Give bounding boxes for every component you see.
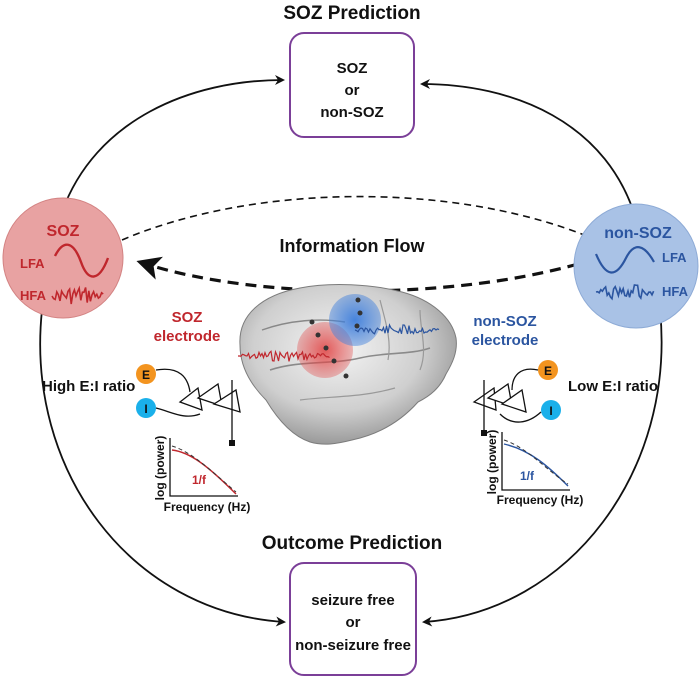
left-ei-circuit: High E:I ratio E I xyxy=(42,364,241,446)
left-neuron-triangles xyxy=(178,382,241,413)
top-box-line3: non-SOZ xyxy=(320,104,383,121)
soz-prediction-box: SOZ or non-SOZ xyxy=(289,32,415,138)
nonsoz-electrode-line1: non-SOZ xyxy=(473,313,536,330)
right-e-neuron xyxy=(538,360,558,380)
top-box-line1: SOZ xyxy=(337,60,368,77)
nonsoz-electrode-line2: electrode xyxy=(472,332,539,349)
loop-arrows xyxy=(39,75,663,627)
soz-hfa-label: HFA xyxy=(20,288,47,303)
left-plot-slope: 1/f xyxy=(192,473,207,487)
left-ei-ratio-label: High E:I ratio xyxy=(42,378,135,395)
arc-right-bottom xyxy=(422,309,663,627)
right-psd-curve-blue xyxy=(503,443,569,487)
electrode-contacts xyxy=(309,297,363,379)
info-flow-arrow-top xyxy=(121,195,594,241)
brain-image xyxy=(238,284,457,445)
right-ei-ratio-label: Low E:I ratio xyxy=(568,378,658,395)
nonsoz-hfa-label: HFA xyxy=(662,284,689,299)
soz-node: SOZ LFA HFA xyxy=(2,197,124,319)
nonsoz-lfa-wave xyxy=(594,246,655,274)
arc-left-bottom xyxy=(39,309,286,627)
right-psd-curve-dashed xyxy=(503,439,569,485)
right-psd-plot: 1/f Frequency (Hz) log (power) xyxy=(485,430,583,507)
info-flow-title: Information Flow xyxy=(280,236,426,256)
left-i-label: I xyxy=(144,402,147,416)
bottom-box-line1: seizure free xyxy=(311,592,394,609)
right-plot-slope: 1/f xyxy=(520,469,535,483)
bottom-box-line2: or xyxy=(346,614,361,631)
left-psd-curve-dashed xyxy=(171,445,237,493)
left-plot-axes xyxy=(169,438,238,497)
outcome-prediction-title: Outcome Prediction xyxy=(262,533,443,554)
soz-hfa-wave xyxy=(51,285,104,305)
left-plot-ylabel: log (power) xyxy=(153,436,167,501)
arc-right-top xyxy=(420,79,639,227)
left-e-label: E xyxy=(142,368,150,382)
right-i-label: I xyxy=(549,404,552,418)
left-plot-xlabel: Frequency (Hz) xyxy=(164,500,251,514)
nonsoz-node-title: non-SOZ xyxy=(604,225,672,242)
nonsoz-lfa-label: LFA xyxy=(662,250,687,265)
right-plot-ylabel: log (power) xyxy=(485,430,499,495)
soz-lfa-label: LFA xyxy=(20,256,45,271)
nonsoz-electrode-signal xyxy=(354,323,440,335)
right-plot-xlabel: Frequency (Hz) xyxy=(497,493,584,507)
right-ei-circuit: Low E:I ratio E I xyxy=(472,360,658,436)
soz-electrode-signal xyxy=(238,349,330,362)
soz-prediction-title: SOZ Prediction xyxy=(283,3,420,24)
left-e-neuron xyxy=(136,364,156,384)
nonsoz-hfa-wave xyxy=(595,284,655,301)
soz-electrode-line2: electrode xyxy=(154,328,221,345)
left-psd-plot: 1/f Frequency (Hz) log (power) xyxy=(153,436,250,514)
top-box-line2: or xyxy=(345,82,360,99)
right-i-neuron xyxy=(541,400,561,420)
soz-lfa-wave xyxy=(53,243,110,278)
soz-electrode-line1: SOZ xyxy=(172,309,203,326)
soz-node-title: SOZ xyxy=(47,223,80,240)
outcome-prediction-box: seizure free or non-seizure free xyxy=(289,562,417,676)
nonsoz-region-highlight xyxy=(329,294,381,346)
left-psd-curve-red xyxy=(171,449,237,495)
arc-left-top xyxy=(61,75,285,213)
right-neuron-triangles xyxy=(472,382,527,413)
left-i-neuron xyxy=(136,398,156,418)
nonsoz-node: non-SOZ LFA HFA xyxy=(573,203,699,329)
bottom-box-line3: non-seizure free xyxy=(295,637,411,654)
right-plot-axes xyxy=(501,432,570,491)
right-e-label: E xyxy=(544,364,552,378)
